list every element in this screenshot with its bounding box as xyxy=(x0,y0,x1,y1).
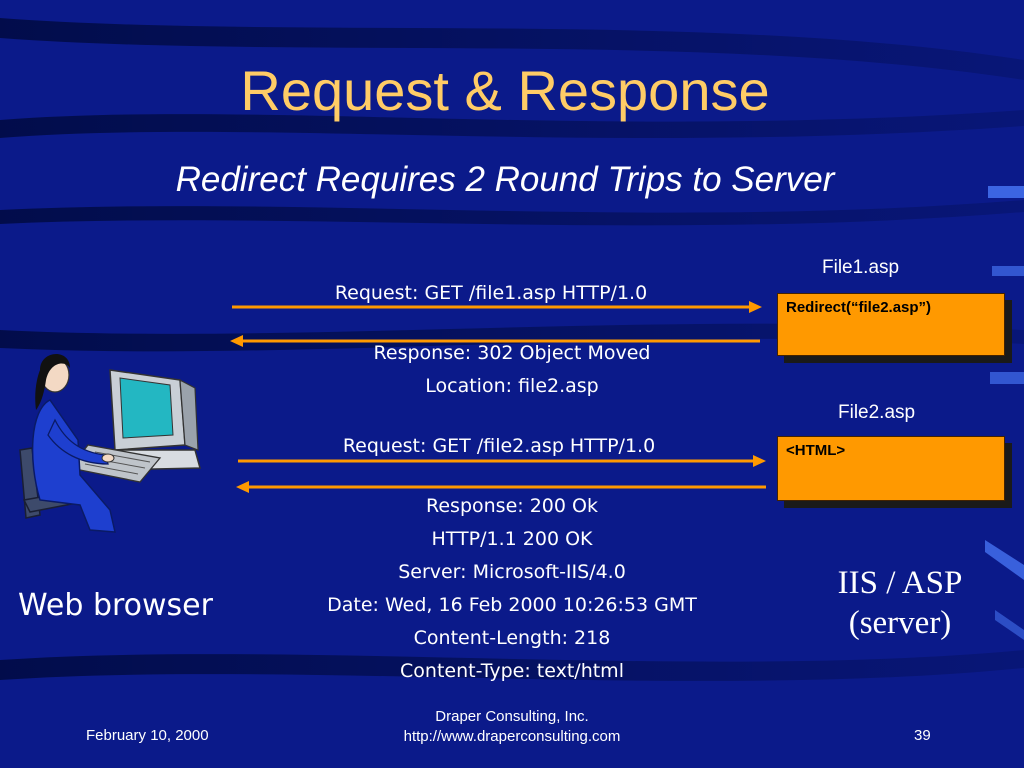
response-1-block: Response: 302 Object Moved Location: fil… xyxy=(260,337,764,403)
file2-content: <HTML> xyxy=(786,442,846,459)
file2-box: <HTML> xyxy=(777,436,1005,501)
file2-label: File2.asp xyxy=(838,402,916,423)
response-2-line: HTTP/1.1 200 OK xyxy=(431,528,593,550)
response-2-line: Content-Length: 218 xyxy=(413,627,611,649)
response-2-block: Response: 200 Ok HTTP/1.1 200 OK Server:… xyxy=(260,490,764,688)
request-arrow-1 xyxy=(232,301,762,313)
response-2-line: Server: Microsoft-IIS/4.0 xyxy=(398,561,626,583)
response-1-line: Location: file2.asp xyxy=(425,375,599,397)
file1-content: Redirect(“file2.asp”) xyxy=(786,299,932,316)
slide-title: Request & Response xyxy=(240,59,770,122)
file1-label: File1.asp xyxy=(822,257,900,278)
request-2-label: Request: GET /file2.asp HTTP/1.0 xyxy=(342,435,656,457)
slide-subtitle: Redirect Requires 2 Round Trips to Serve… xyxy=(175,160,835,199)
footer-page-number: 39 xyxy=(914,727,931,744)
server-label-line1: IIS / ASP xyxy=(837,565,963,601)
footer-company: Draper Consulting, Inc. xyxy=(435,708,589,725)
file1-box: Redirect(“file2.asp”) xyxy=(777,293,1005,356)
footer-center: Draper Consulting, Inc. http://www.drape… xyxy=(362,707,662,747)
response-2-line: Content-Type: text/html xyxy=(400,660,624,682)
footer-url: http://www.draperconsulting.com xyxy=(403,728,621,745)
user-at-computer-icon xyxy=(19,353,201,533)
web-browser-label: Web browser xyxy=(18,588,213,623)
response-1-line: Response: 302 Object Moved xyxy=(373,342,651,364)
request-arrow-2 xyxy=(238,455,766,467)
response-2-line: Response: 200 Ok xyxy=(426,495,598,517)
response-arrow-2 xyxy=(236,481,766,493)
response-2-line: Date: Wed, 16 Feb 2000 10:26:53 GMT xyxy=(327,594,697,616)
request-1-label: Request: GET /file1.asp HTTP/1.0 xyxy=(334,282,648,304)
response-arrow-1 xyxy=(230,335,760,347)
server-label: IIS / ASP (server) xyxy=(780,563,1020,643)
server-label-line2: (server) xyxy=(848,605,952,641)
footer-date: February 10, 2000 xyxy=(86,727,209,744)
